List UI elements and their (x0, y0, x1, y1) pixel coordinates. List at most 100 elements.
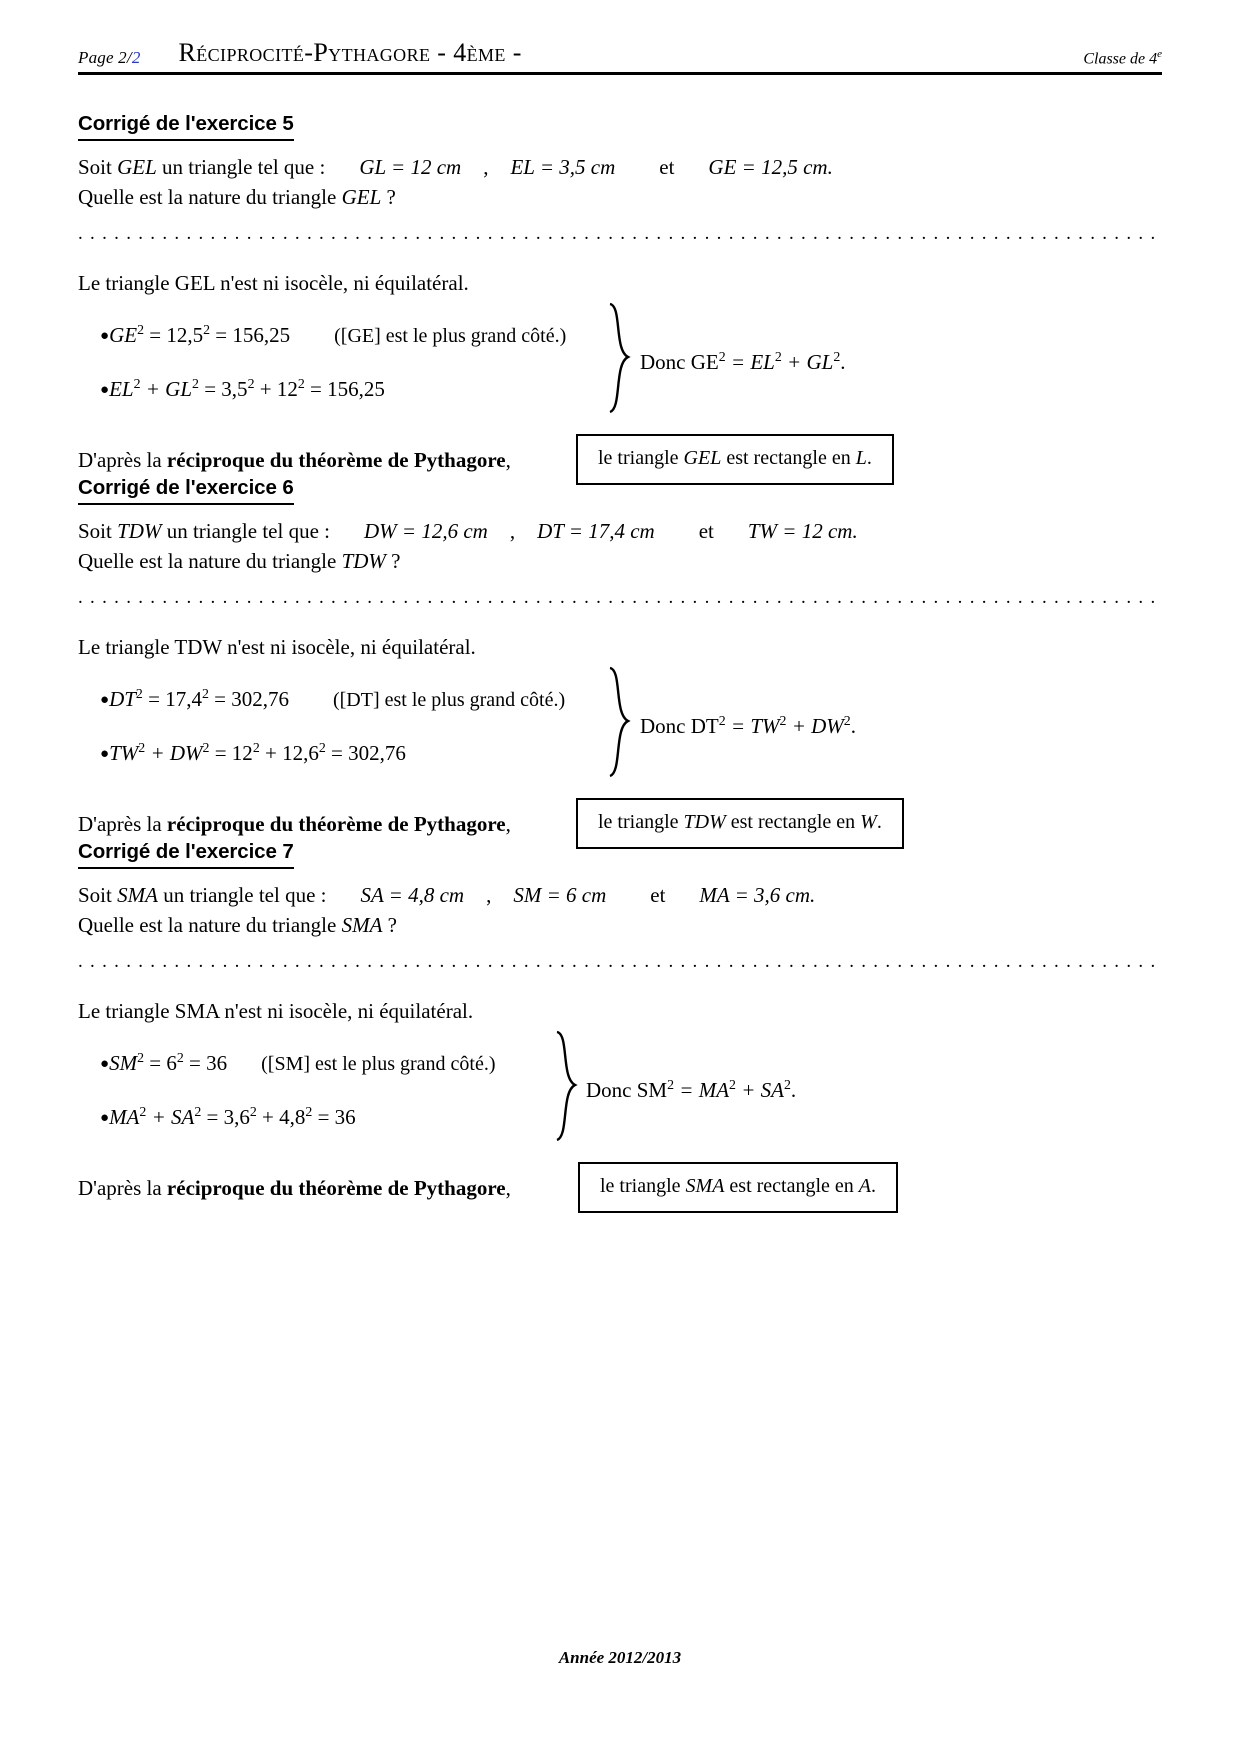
donc-text: Donc DT (640, 714, 719, 739)
conclusion-row-5: D'après la réciproque du théorème de Pyt… (78, 434, 1162, 490)
question-suffix: ? (382, 912, 397, 937)
theorem-reference-6: D'après la réciproque du théorème de Pyt… (78, 812, 511, 837)
stmt-side-3: TW = 12 cm. (747, 519, 858, 543)
theorem-reference-7: D'après la réciproque du théorème de Pyt… (78, 1176, 511, 1201)
theorem-name: réciproque du théorème de Pythagore (166, 812, 506, 837)
page-header: Page 2/2 Réciprocité-Pythagore - 4ème - … (78, 38, 1162, 78)
bullet1-note: ([GE] est le plus grand côté.) (334, 325, 567, 348)
stmt-comma: , (483, 155, 489, 179)
bullet2-a: EL (109, 377, 134, 402)
stmt-side-2: SM = 6 cm (513, 883, 607, 907)
exponent-glyph: 2 (137, 1050, 144, 1066)
bullet1-rest: = 6 (144, 1051, 177, 1076)
bullet1-tail: = 302,76 (208, 687, 289, 712)
bullet1-math: SM (109, 1051, 138, 1076)
exponent-glyph: 2 (729, 1077, 736, 1093)
exercise-section-5: Corrigé de l'exercice 5 Soit GEL un tria… (78, 112, 1162, 490)
donc-b: = TW (725, 714, 780, 739)
stmt-et: et (698, 519, 714, 543)
statement-line-7: Soit SMA un triangle tel que :SA = 4,8 c… (78, 882, 1162, 910)
section-heading-5: Corrigé de l'exercice 5 (78, 112, 294, 141)
concl-prefix: D'après la (78, 1176, 167, 1201)
exponent-glyph: 2 (318, 740, 326, 756)
bullet2-c: = 3,6 (201, 1105, 250, 1130)
classe-ordinal: e (1157, 47, 1162, 60)
concl-suffix: , (505, 1176, 511, 1201)
question-suffix: ? (381, 184, 396, 209)
stmt-side-3: GE = 12,5 cm. (708, 155, 833, 179)
bullet-item-2: ●EL2 + GL2 = 3,52 + 122 = 156,25 (100, 376, 385, 402)
box-suffix: . (876, 811, 882, 834)
curly-brace-icon (553, 1030, 579, 1142)
box-middle: est rectangle en (721, 447, 856, 470)
boxed-answer-5: le triangle GEL est rectangle en L. (576, 434, 894, 486)
bullet1-note: ([DT] est le plus grand côté.) (332, 689, 566, 712)
bullet2-d: + 12 (254, 377, 298, 402)
page-title: Réciprocité-Pythagore - 4ème - (178, 38, 522, 67)
exponent-glyph: 2 (252, 740, 260, 756)
exponent-glyph: 2 (135, 686, 143, 702)
exponent-glyph: 2 (138, 740, 146, 756)
stmt-prefix: Soit (78, 883, 118, 907)
math-block-5: ●GE2 = 12,52 = 156,25([GE] est le plus g… (78, 303, 1162, 416)
concl-suffix: , (505, 448, 511, 473)
donc-text: Donc GE (640, 350, 719, 375)
conclusion-row-7: D'après la réciproque du théorème de Pyt… (78, 1162, 1162, 1218)
header-rule (78, 72, 1162, 75)
exercise-section-6: Corrigé de l'exercice 6 Soit TDW un tria… (78, 476, 1162, 854)
question-prefix: Quelle est la nature du triangle (78, 548, 342, 573)
bullet2-a: TW (109, 741, 139, 766)
bullet1-math: GE (109, 323, 138, 348)
stmt-mid: un triangle tel que : (156, 155, 326, 179)
bullet1-math: DT (109, 687, 136, 712)
exponent-glyph: 2 (192, 376, 199, 392)
donc-c: + SA (735, 1078, 784, 1103)
exercise-section-7: Corrigé de l'exercice 7 Soit SMA un tria… (78, 840, 1162, 1218)
boxed-answer-7: le triangle SMA est rectangle en A. (578, 1162, 899, 1214)
bullet-item-2: ●TW2 + DW2 = 122 + 12,62 = 302,76 (100, 740, 406, 766)
exponent-glyph: 2 (305, 1104, 313, 1120)
box-middle: est rectangle en (724, 1175, 859, 1198)
exponent-glyph: 2 (783, 1077, 791, 1093)
stmt-mid: un triangle tel que : (157, 883, 327, 907)
stmt-et: et (650, 883, 666, 907)
bullet1-note: ([SM] est le plus grand côté.) (261, 1053, 496, 1076)
document-page: Page 2/2 Réciprocité-Pythagore - 4ème - … (78, 0, 1162, 1754)
dotted-separator: ........................................… (78, 951, 1162, 973)
concl-suffix: , (505, 812, 511, 837)
curly-brace-icon (606, 302, 632, 414)
box-prefix: le triangle (598, 447, 684, 470)
box-prefix: le triangle (598, 811, 684, 834)
question-suffix: ? (385, 548, 401, 573)
theorem-name: réciproque du théorème de Pythagore (166, 448, 506, 473)
bullet2-b: + SA (146, 1105, 195, 1130)
exponent-glyph: 2 (718, 713, 726, 729)
bullet1-tail: = 36 (183, 1051, 228, 1076)
bullet2-b: + GL (140, 377, 193, 402)
question-line-7: Quelle est la nature du triangle SMA ? (78, 912, 1162, 940)
classe-label: Classe de 4e (1083, 48, 1162, 68)
conclusion-equation-7: Donc SM2 = MA2 + SA2. (586, 1078, 796, 1103)
stmt-triangle: SMA (117, 883, 158, 907)
question-line-5: Quelle est la nature du triangle GEL ? (78, 184, 1162, 212)
donc-d: . (850, 714, 856, 739)
stmt-prefix: Soit (78, 519, 118, 543)
donc-d: . (840, 350, 846, 375)
question-triangle: TDW (341, 548, 386, 573)
question-line-6: Quelle est la nature du triangle TDW ? (78, 548, 1162, 576)
donc-b: = MA (674, 1078, 730, 1103)
box-middle: est rectangle en (725, 811, 861, 834)
bullet2-e: = 302,76 (325, 741, 406, 766)
exponent-glyph: 2 (139, 1104, 147, 1120)
box-triangle: GEL (683, 447, 722, 470)
exponent-glyph: 2 (176, 1050, 184, 1066)
stmt-et: et (659, 155, 675, 179)
question-prefix: Quelle est la nature du triangle (78, 184, 342, 209)
page-footer: Année 2012/2013 (558, 1648, 682, 1667)
stmt-side-1: GL = 12 cm (359, 155, 462, 179)
exponent-glyph: 2 (667, 1077, 675, 1093)
exponent-glyph: 2 (137, 322, 144, 338)
page-number-label: Page 2/ (78, 48, 132, 67)
statement-line-5: Soit GEL un triangle tel que :GL = 12 cm… (78, 154, 1162, 182)
math-block-6: ●DT2 = 17,42 = 302,76([DT] est le plus g… (78, 667, 1162, 780)
